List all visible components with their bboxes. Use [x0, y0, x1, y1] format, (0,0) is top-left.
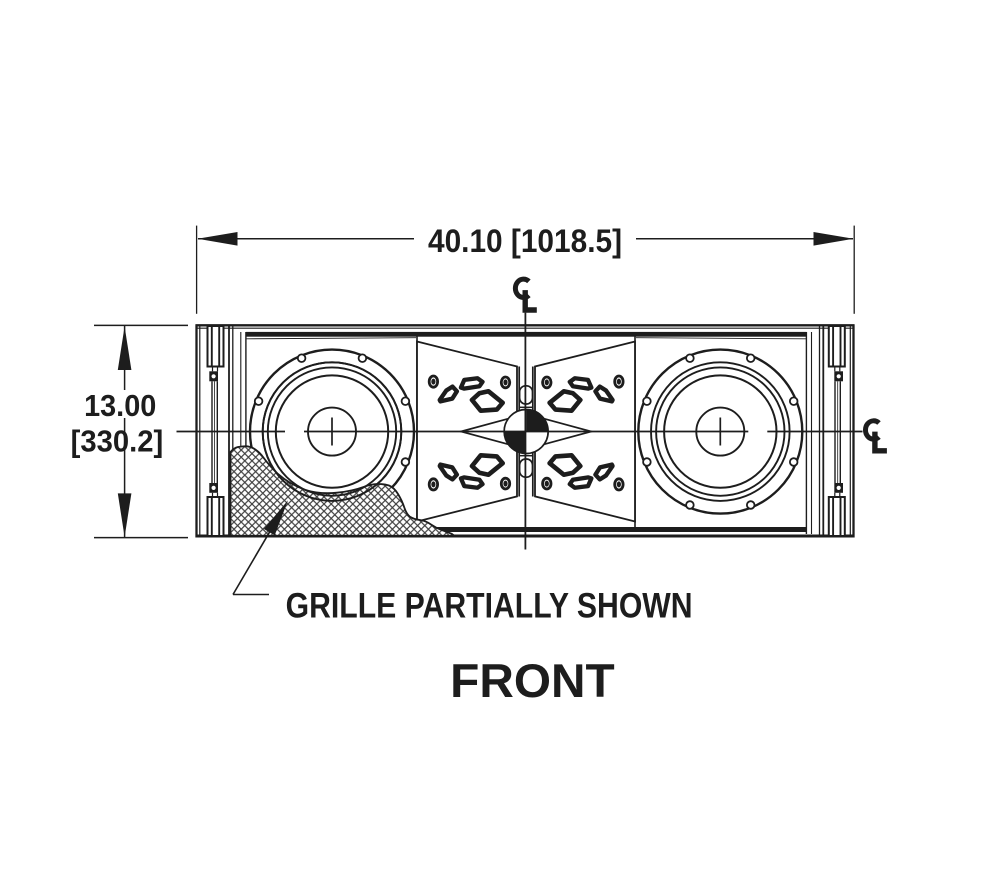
svg-text:40.10 [1018.5]: 40.10 [1018.5]	[428, 223, 622, 259]
svg-text:[330.2]: [330.2]	[71, 425, 164, 459]
svg-text:FRONT: FRONT	[450, 654, 615, 707]
svg-text:GRILLE PARTIALLY SHOWN: GRILLE PARTIALLY SHOWN	[286, 586, 693, 625]
svg-text:13.00: 13.00	[84, 389, 156, 423]
